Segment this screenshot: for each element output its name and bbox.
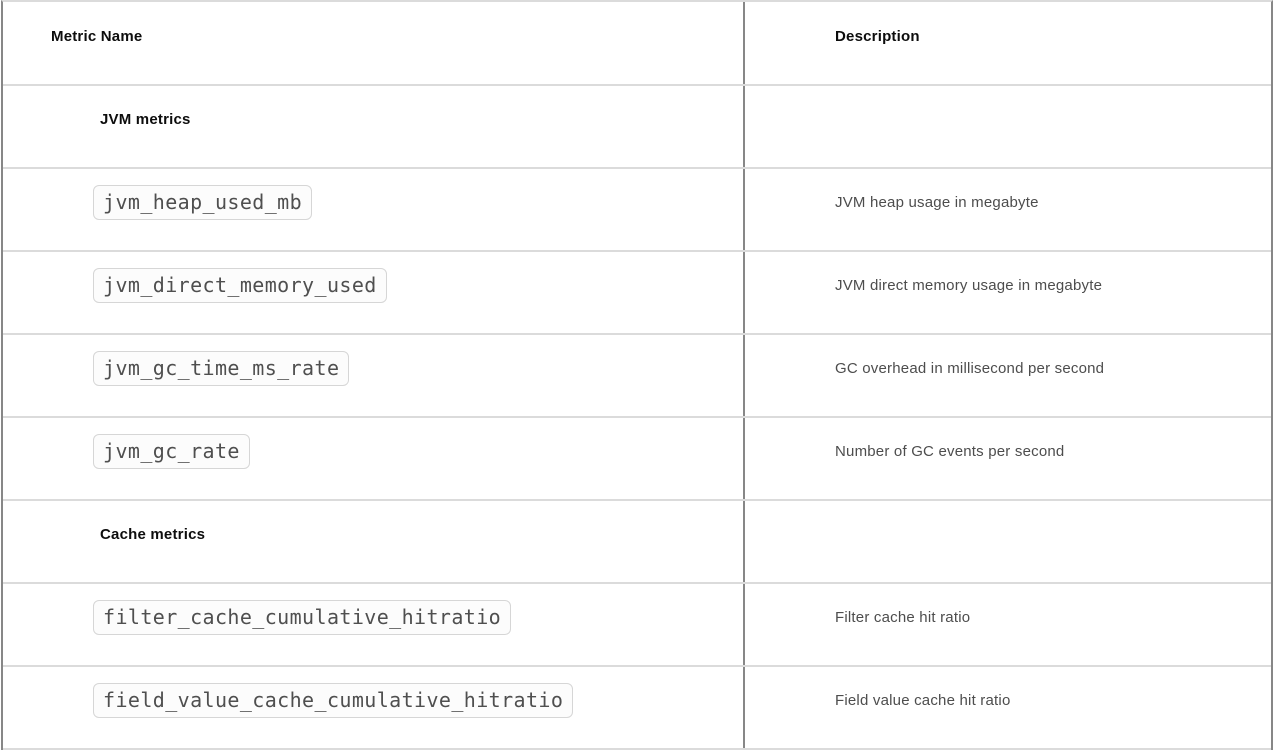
- table-row-jvm-heap-used-mb: jvm_heap_used_mb JVM heap usage in megab…: [3, 169, 1271, 252]
- metric-cell: jvm_direct_memory_used: [3, 252, 745, 333]
- metric-cell: field_value_cache_cumulative_hitratio: [3, 667, 745, 748]
- column-header-metric-name: Metric Name: [51, 27, 143, 45]
- section-label: Cache metrics: [100, 526, 206, 543]
- description-cell: JVM heap usage in megabyte: [745, 169, 1271, 250]
- description-text: Number of GC events per second: [835, 443, 1065, 460]
- column-header-description-cell: Description: [745, 2, 1271, 84]
- description-text: JVM direct memory usage in megabyte: [835, 277, 1103, 294]
- table-row-jvm-gc-rate: jvm_gc_rate Number of GC events per seco…: [3, 418, 1271, 501]
- metric-cell: filter_cache_cumulative_hitratio: [3, 584, 745, 665]
- metric-code-chip: filter_cache_cumulative_hitratio: [93, 600, 512, 635]
- description-cell: JVM direct memory usage in megabyte: [745, 252, 1271, 333]
- metric-code-chip: jvm_gc_rate: [93, 434, 250, 469]
- metric-code-chip: jvm_direct_memory_used: [93, 268, 387, 303]
- metric-code-chip: field_value_cache_cumulative_hitratio: [93, 683, 574, 718]
- table-row-section-cache-metrics: Cache metrics: [3, 501, 1271, 584]
- table-row-jvm-gc-time-ms-rate: jvm_gc_time_ms_rate GC overhead in milli…: [3, 335, 1271, 418]
- description-cell: Field value cache hit ratio: [745, 667, 1271, 748]
- metric-cell: JVM metrics: [3, 86, 745, 167]
- table-header-row: Metric Name Description: [3, 2, 1271, 86]
- metric-cell: Cache metrics: [3, 501, 745, 582]
- metric-cell: jvm_gc_time_ms_rate: [3, 335, 745, 416]
- column-header-metric-name-cell: Metric Name: [3, 2, 745, 84]
- metric-cell: jvm_heap_used_mb: [3, 169, 745, 250]
- table-row-filter-cache-cumulative-hitratio: filter_cache_cumulative_hitratio Filter …: [3, 584, 1271, 667]
- description-text: JVM heap usage in megabyte: [835, 194, 1039, 211]
- section-label: JVM metrics: [100, 111, 191, 128]
- description-text: Field value cache hit ratio: [835, 692, 1011, 709]
- metric-code-chip: jvm_gc_time_ms_rate: [93, 351, 350, 386]
- description-text: Filter cache hit ratio: [835, 609, 971, 626]
- description-cell: [745, 501, 1271, 582]
- column-header-description: Description: [835, 27, 920, 45]
- description-cell: GC overhead in millisecond per second: [745, 335, 1271, 416]
- metric-cell: jvm_gc_rate: [3, 418, 745, 499]
- table-row-field-value-cache-cumulative-hitratio: field_value_cache_cumulative_hitratio Fi…: [3, 667, 1271, 750]
- table-row-jvm-direct-memory-used: jvm_direct_memory_used JVM direct memory…: [3, 252, 1271, 335]
- metric-code-chip: jvm_heap_used_mb: [93, 185, 313, 220]
- description-cell: Number of GC events per second: [745, 418, 1271, 499]
- description-text: GC overhead in millisecond per second: [835, 360, 1105, 377]
- description-cell: Filter cache hit ratio: [745, 584, 1271, 665]
- table-row-section-jvm-metrics: JVM metrics: [3, 86, 1271, 169]
- description-cell: [745, 86, 1271, 167]
